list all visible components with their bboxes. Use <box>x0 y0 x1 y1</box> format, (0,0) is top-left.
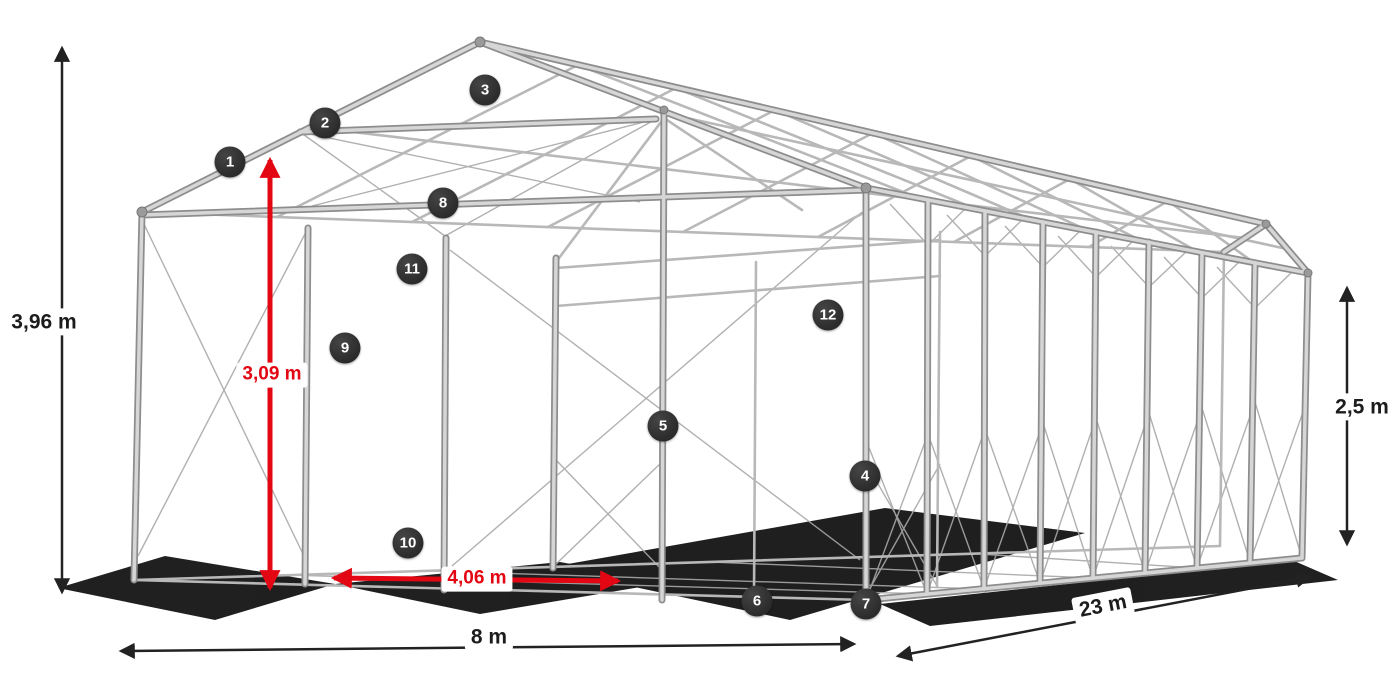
callout-badge-4: 4 <box>849 460 881 492</box>
callout-badge-2: 2 <box>309 107 341 139</box>
callout-badge-6: 6 <box>741 585 773 617</box>
callout-badge-10: 10 <box>392 527 424 559</box>
dimension-label-total-height: 3,96 m <box>5 308 83 336</box>
joint-clamps <box>136 36 1313 278</box>
callout-badge-5: 5 <box>647 410 679 442</box>
dimension-label-door-width: 4,06 m <box>441 566 513 592</box>
dimension-label-side-height: 2,5 m <box>1329 393 1395 421</box>
callout-badge-7: 7 <box>850 588 882 620</box>
callout-badge-3: 3 <box>469 74 501 106</box>
callout-badge-8: 8 <box>427 187 459 219</box>
callout-badge-1: 1 <box>214 146 246 178</box>
dimension-label-width: 8 m <box>464 623 514 651</box>
callout-badge-9: 9 <box>329 332 361 364</box>
dimension-label-door-height: 3,09 m <box>236 362 308 388</box>
roof-trusses-and-purlins <box>132 63 1289 602</box>
callout-badge-11: 11 <box>396 253 428 285</box>
callout-badge-12: 12 <box>812 299 844 331</box>
